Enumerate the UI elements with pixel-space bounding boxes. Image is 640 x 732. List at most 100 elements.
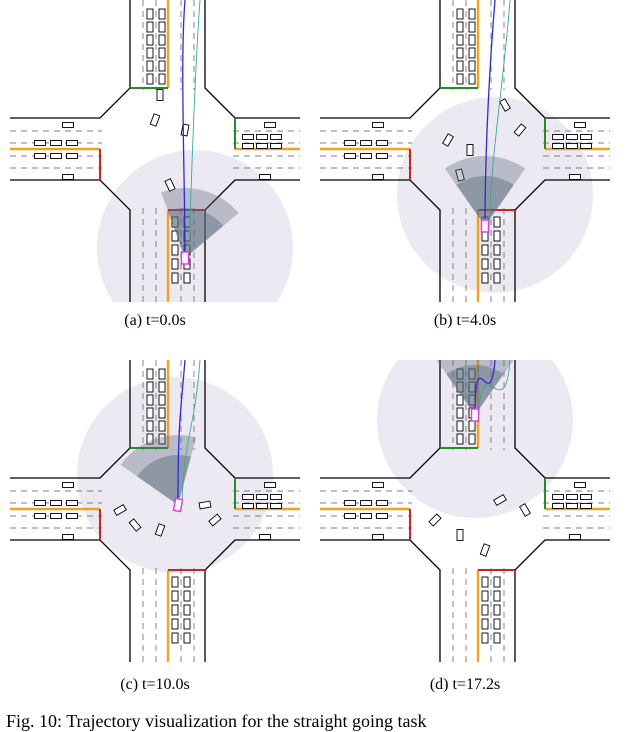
vehicle xyxy=(552,494,564,500)
vehicle xyxy=(455,168,465,182)
vehicle xyxy=(376,140,388,146)
vehicle xyxy=(183,632,191,644)
vehicle xyxy=(372,122,384,128)
vehicle xyxy=(552,143,564,149)
vehicle xyxy=(493,590,501,602)
vehicle xyxy=(456,21,464,33)
vehicle xyxy=(264,122,276,128)
vehicle xyxy=(456,381,464,393)
vehicle xyxy=(270,143,282,149)
vehicle xyxy=(146,407,154,419)
vehicle xyxy=(376,500,388,506)
vehicle xyxy=(171,576,179,588)
vehicle xyxy=(493,604,501,616)
vehicle xyxy=(256,494,268,500)
vehicle xyxy=(372,482,384,488)
vehicle xyxy=(468,60,476,72)
vehicle xyxy=(242,143,254,149)
reference-trajectory xyxy=(478,360,511,416)
vehicle xyxy=(493,272,501,284)
vehicle xyxy=(468,368,476,380)
vehicle xyxy=(456,8,464,20)
vehicle xyxy=(468,420,476,432)
vehicle xyxy=(580,134,592,140)
vehicle xyxy=(468,34,476,46)
vehicle xyxy=(171,590,179,602)
vehicle xyxy=(481,244,489,256)
vehicle xyxy=(442,133,454,147)
vehicle xyxy=(376,513,388,519)
intersection-map xyxy=(320,360,610,662)
vehicle xyxy=(158,21,166,33)
subfigure-label-d: (d) t=17.2s xyxy=(429,676,501,693)
vehicle xyxy=(158,368,166,380)
vehicle xyxy=(171,230,179,242)
vehicle xyxy=(360,153,372,159)
vehicle xyxy=(158,34,166,46)
vehicle xyxy=(171,244,179,256)
map-layer xyxy=(320,0,610,302)
vehicle xyxy=(50,500,62,506)
subfigure-label-b: (b) t=4.0s xyxy=(433,312,497,329)
vehicle xyxy=(146,21,154,33)
vehicle xyxy=(574,122,586,128)
road-boundary xyxy=(10,0,300,302)
reference-trajectory xyxy=(188,0,201,259)
planned-trajectory xyxy=(177,360,186,506)
vehicle xyxy=(466,144,474,156)
vehicle xyxy=(456,34,464,46)
panel-b xyxy=(320,0,610,302)
vehicle xyxy=(344,500,356,506)
vehicle xyxy=(264,482,276,488)
vehicle xyxy=(468,47,476,59)
vehicle xyxy=(171,604,179,616)
vehicle xyxy=(566,143,578,149)
ego-vehicle xyxy=(180,251,190,265)
vehicle xyxy=(158,8,166,20)
vehicle xyxy=(376,153,388,159)
vehicle xyxy=(493,494,507,506)
vehicle xyxy=(456,47,464,59)
vehicle xyxy=(62,122,74,128)
vehicle xyxy=(479,543,491,557)
vehicle xyxy=(360,513,372,519)
vehicle xyxy=(566,494,578,500)
vehicle xyxy=(456,60,464,72)
vehicle xyxy=(50,153,62,159)
vehicle xyxy=(158,420,166,432)
vehicle xyxy=(158,394,166,406)
vehicle xyxy=(566,503,578,509)
vehicle xyxy=(493,576,501,588)
figure-caption: Fig. 10: Trajectory visualization for th… xyxy=(6,711,427,731)
intersection-map xyxy=(10,360,300,662)
vehicle xyxy=(50,513,62,519)
reference-trajectory xyxy=(181,360,201,506)
vehicle xyxy=(270,494,282,500)
vehicle xyxy=(66,500,78,506)
vehicle xyxy=(481,632,489,644)
vehicle xyxy=(66,513,78,519)
vehicle xyxy=(270,503,282,509)
perception-cone xyxy=(161,188,239,258)
vehicle xyxy=(180,123,190,137)
vehicle xyxy=(259,534,271,540)
vehicle xyxy=(34,500,46,506)
vehicle xyxy=(183,272,191,284)
vehicle xyxy=(580,494,592,500)
intersection-map xyxy=(10,0,300,302)
vehicle xyxy=(164,178,176,192)
vehicle xyxy=(198,500,212,510)
vehicle xyxy=(128,518,142,532)
vehicle xyxy=(256,134,268,140)
panel-a xyxy=(10,0,300,302)
perception-cone xyxy=(120,435,197,505)
vehicle xyxy=(256,503,268,509)
vehicle xyxy=(242,503,254,509)
vehicle xyxy=(456,529,464,541)
vehicle xyxy=(360,500,372,506)
vehicle xyxy=(360,140,372,146)
vehicle xyxy=(242,494,254,500)
subfigure-label-a: (a) t=0.0s xyxy=(124,312,186,329)
ego-vehicle xyxy=(470,408,480,422)
vehicle xyxy=(146,47,154,59)
